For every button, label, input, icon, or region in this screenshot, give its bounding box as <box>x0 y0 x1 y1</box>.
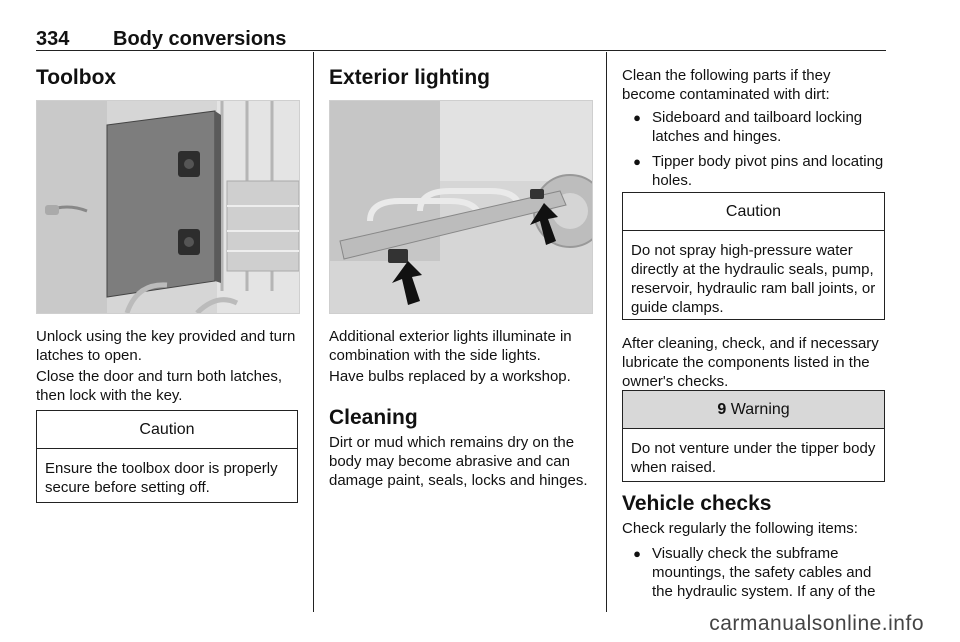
warning-box: 9 Warning Do not venture under the tippe… <box>622 390 885 482</box>
vehicle-checks-list: ● Visually check the subframe mountings,… <box>622 544 887 601</box>
cleaning-caution-box: Caution Do not spray high-pressure water… <box>622 192 885 320</box>
toolbox-illustration <box>36 100 300 314</box>
list-item-text: Sideboard and tailboard locking latches … <box>652 109 863 145</box>
column-divider-1 <box>313 52 314 612</box>
toolbox-caution-box: Caution Ensure the toolbox door is prope… <box>36 410 298 503</box>
bulbs-text: Have bulbs replaced by a workshop. <box>329 368 571 385</box>
list-item: ● Sideboard and tailboard locking latche… <box>622 108 887 146</box>
warning-title: Warning <box>730 401 790 418</box>
exterior-lighting-heading: Exterior lighting <box>329 66 491 89</box>
warning-symbol: 9 <box>717 401 727 418</box>
exterior-lighting-text: Additional exterior lights illuminate in… <box>329 328 572 364</box>
clean-parts-intro: Clean the following parts if they become… <box>622 67 831 103</box>
vehicle-checks-heading: Vehicle checks <box>622 492 772 515</box>
toolbox-close-text: Close the door and turn both latches, th… <box>36 368 282 404</box>
bullet-dot: ● <box>633 110 641 125</box>
cleaning-text: Dirt or mud which remains dry on the bod… <box>329 434 588 489</box>
page-number: 334 <box>36 28 70 50</box>
caution-heading: Caution <box>623 193 884 231</box>
caution-heading: Caution <box>37 411 297 449</box>
column-divider-2 <box>606 52 607 612</box>
cleaning-heading: Cleaning <box>329 406 418 429</box>
toolbox-heading: Toolbox <box>36 66 117 89</box>
list-item-text: Tipper body pivot pins and locating hole… <box>652 153 884 189</box>
header-divider <box>36 50 886 51</box>
exterior-lighting-drawing <box>330 101 592 313</box>
toolbox-drawing <box>37 101 299 313</box>
exterior-lighting-illustration <box>329 100 593 314</box>
list-item: ● Visually check the subframe mountings,… <box>622 544 887 601</box>
bullet-dot: ● <box>633 154 641 169</box>
warning-text: Do not venture under the tipper body whe… <box>631 440 876 476</box>
clean-parts-list: ● Sideboard and tailboard locking latche… <box>622 108 887 190</box>
watermark: carmanualsonline.info <box>709 612 924 635</box>
caution-text: Ensure the toolbox door is properly secu… <box>45 460 278 496</box>
bullet-dot: ● <box>633 546 641 561</box>
toolbox-unlock-text: Unlock using the key provided and turn l… <box>36 328 296 364</box>
warning-heading: 9 Warning <box>623 391 884 429</box>
after-cleaning-text: After cleaning, check, and if necessary … <box>622 335 879 390</box>
chapter-title: Body conversions <box>113 28 287 50</box>
list-item: ● Tipper body pivot pins and locating ho… <box>622 152 887 190</box>
list-item-text: Visually check the subframe mountings, t… <box>652 545 876 600</box>
vehicle-checks-intro: Check regularly the following items: <box>622 520 858 537</box>
caution-text: Do not spray high-pressure water directl… <box>631 242 876 316</box>
